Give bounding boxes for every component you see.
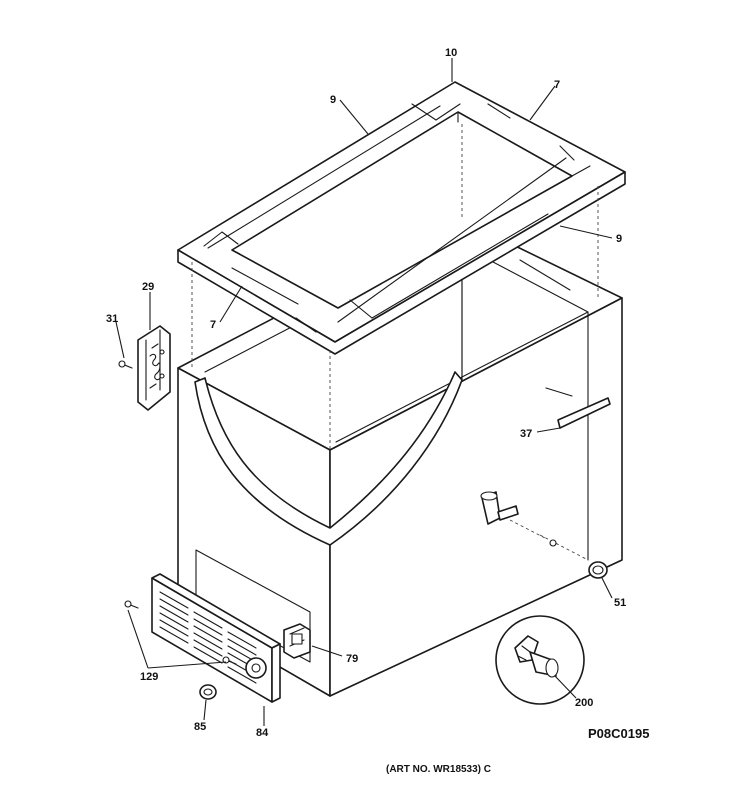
hinge-part — [118, 325, 171, 411]
louvre-slat — [159, 591, 189, 609]
label-51: 51 — [614, 597, 626, 609]
detail-circle — [495, 615, 585, 705]
gasket-frame — [177, 81, 626, 355]
louvre-slat — [227, 666, 257, 684]
louvre-slat — [159, 626, 189, 644]
label-84: 84 — [256, 727, 269, 739]
label-200: 200 — [575, 697, 593, 709]
control-switch — [283, 623, 311, 659]
label-37: 37 — [520, 428, 532, 440]
label-plate — [545, 387, 611, 429]
louvre-slat — [159, 605, 189, 623]
figure-code: P08C0195 — [588, 726, 649, 741]
label-31: 31 — [106, 313, 118, 325]
louvre-slat — [193, 639, 223, 657]
louvre-slat — [227, 631, 257, 649]
louvre-slat — [193, 618, 223, 636]
label-7-top: 7 — [554, 79, 560, 91]
label-9-right: 9 — [616, 233, 622, 245]
callout-leaders — [115, 58, 613, 726]
louvre-slat — [159, 612, 189, 630]
grille-assembly — [124, 549, 311, 703]
louvre-slat — [193, 611, 223, 629]
label-85: 85 — [194, 721, 206, 733]
label-10: 10 — [445, 47, 457, 59]
part-labels: 10 9 7 9 7 29 31 37 51 79 129 85 84 200 … — [106, 47, 649, 775]
drain-assembly — [480, 491, 608, 579]
louvre-slat — [193, 646, 223, 664]
label-129: 129 — [140, 671, 158, 683]
louvre-slat — [193, 625, 223, 643]
label-9-top: 9 — [330, 94, 336, 106]
louvre-slat — [227, 638, 257, 656]
art-number: (ART NO. WR18533) C — [386, 764, 491, 775]
label-29: 29 — [142, 281, 154, 293]
louvre-slat — [193, 632, 223, 650]
label-7-left: 7 — [210, 319, 216, 331]
louvre-slat — [159, 598, 189, 616]
label-79: 79 — [346, 653, 358, 665]
louvre-slat — [159, 619, 189, 637]
